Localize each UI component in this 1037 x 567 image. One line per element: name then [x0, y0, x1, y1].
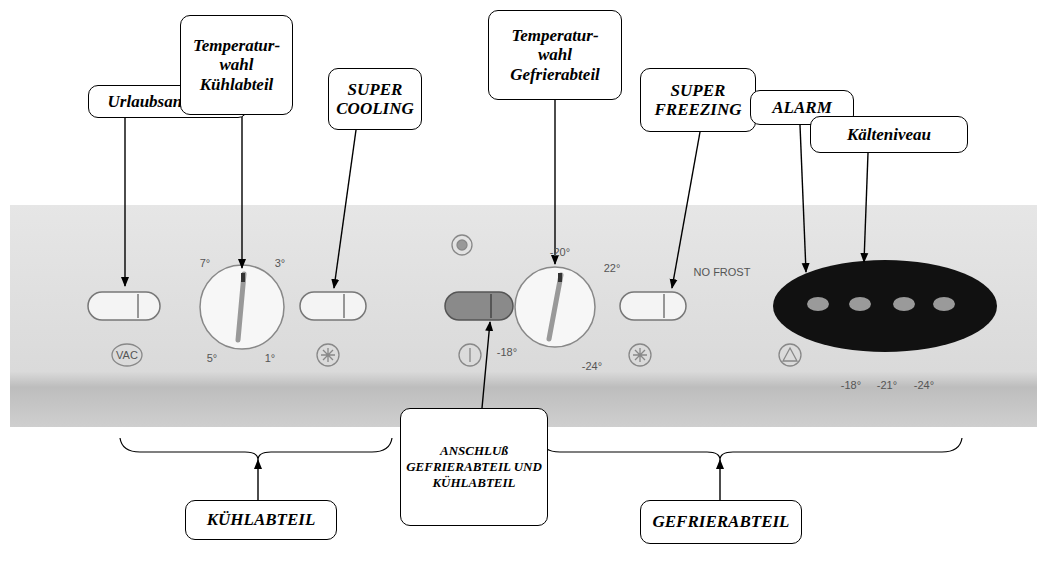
- panel-band: [10, 205, 1037, 427]
- panel-marking: 3°: [275, 257, 286, 269]
- eco-icon-core: [457, 240, 467, 250]
- panel-marking: 22°: [604, 262, 621, 274]
- alarm-icon: [779, 344, 801, 366]
- warning-triangle: [783, 348, 797, 361]
- vac-icon: [112, 344, 142, 366]
- panel-marking: VAC: [116, 349, 138, 361]
- power-icon: [459, 344, 481, 366]
- button-cap: [137, 294, 139, 318]
- leader-arrow: [672, 132, 700, 288]
- panel-marking: -24°: [582, 360, 602, 372]
- callout-text: ALARM: [772, 98, 832, 117]
- panel-icons: [112, 235, 801, 366]
- leader-arrow: [864, 153, 868, 262]
- callout-text: Temperatur- wahl Kühlabteil: [186, 36, 287, 93]
- callout-text: KÜHLABTEIL: [207, 510, 316, 529]
- power-callout: ANSCHLUß GEFRIERABTEIL UND KÜHLABTEIL: [400, 408, 548, 526]
- panel-marking: -21°: [877, 379, 897, 391]
- button-cap: [663, 294, 665, 318]
- cooler-bracket: [120, 438, 392, 460]
- led: [933, 297, 955, 311]
- panel-marking: -18°: [841, 379, 861, 391]
- button-cap: [490, 294, 492, 318]
- freezer-temperature-callout: Temperatur- wahl Gefrierabteil: [488, 10, 622, 100]
- leader-arrow: [257, 460, 258, 500]
- callout-text: GEFRIERABTEIL: [653, 512, 790, 531]
- power-rays: [469, 348, 470, 362]
- snowflake-icon: [629, 344, 651, 366]
- callout-text: Kälteniveau: [847, 125, 931, 144]
- leds: [807, 297, 955, 311]
- panel-marking: -24°: [914, 379, 934, 391]
- callout-text: SUPER COOLING: [334, 80, 416, 118]
- snowflake-icon: [317, 344, 339, 366]
- cooler-section-callout: KÜHLABTEIL: [185, 500, 337, 540]
- power-button: [445, 292, 513, 320]
- panel-marking: 7°: [200, 257, 211, 269]
- button-cap: [343, 294, 345, 318]
- leader-arrow: [334, 130, 356, 288]
- led: [893, 297, 915, 311]
- buttons: [88, 292, 686, 320]
- leader-arrow: [554, 100, 555, 264]
- leader-arrow: [482, 322, 490, 408]
- display-oval: [773, 260, 997, 352]
- panel-marking: NO FROST: [694, 266, 751, 278]
- snowflake-rays: [633, 348, 647, 362]
- knob-marker: [558, 273, 562, 282]
- callout-text: ANSCHLUß GEFRIERABTEIL UND KÜHLABTEIL: [406, 443, 542, 492]
- panel-marking: 5°: [207, 352, 218, 364]
- leader-arrow: [800, 125, 806, 272]
- leader-arrow: [719, 460, 720, 500]
- eco-icon: [452, 235, 472, 255]
- freezer-knob: [515, 267, 595, 347]
- panel-marking: 1°: [265, 352, 276, 364]
- freezer-section-callout: GEFRIERABTEIL: [640, 500, 802, 544]
- freezer-bracket: [540, 438, 962, 460]
- led: [849, 297, 871, 311]
- super-freezing-button: [620, 292, 686, 320]
- panel-marking: -20°: [550, 246, 570, 258]
- led: [807, 297, 829, 311]
- knob-marker: [241, 273, 245, 282]
- vacation-button: [88, 292, 160, 320]
- callout-text: Temperatur- wahl Gefrierabteil: [494, 26, 616, 83]
- super-cooling-callout: SUPER COOLING: [328, 68, 422, 130]
- knob-grip: [238, 274, 244, 340]
- cooler-knob: [200, 265, 284, 349]
- cold-level-callout: Kälteniveau: [810, 116, 968, 153]
- cooler-temperature-callout: Temperatur- wahl Kühlabteil: [180, 15, 293, 115]
- super-cooling-button: [300, 292, 366, 320]
- snowflake-rays: [321, 348, 335, 362]
- leader-arrow: [124, 118, 125, 286]
- super-freezing-callout: SUPER FREEZING: [640, 68, 756, 132]
- panel-marking: -18°: [497, 346, 517, 358]
- knob-grip: [549, 275, 561, 339]
- leader-arrow: [241, 115, 242, 268]
- callout-text: SUPER FREEZING: [646, 81, 750, 119]
